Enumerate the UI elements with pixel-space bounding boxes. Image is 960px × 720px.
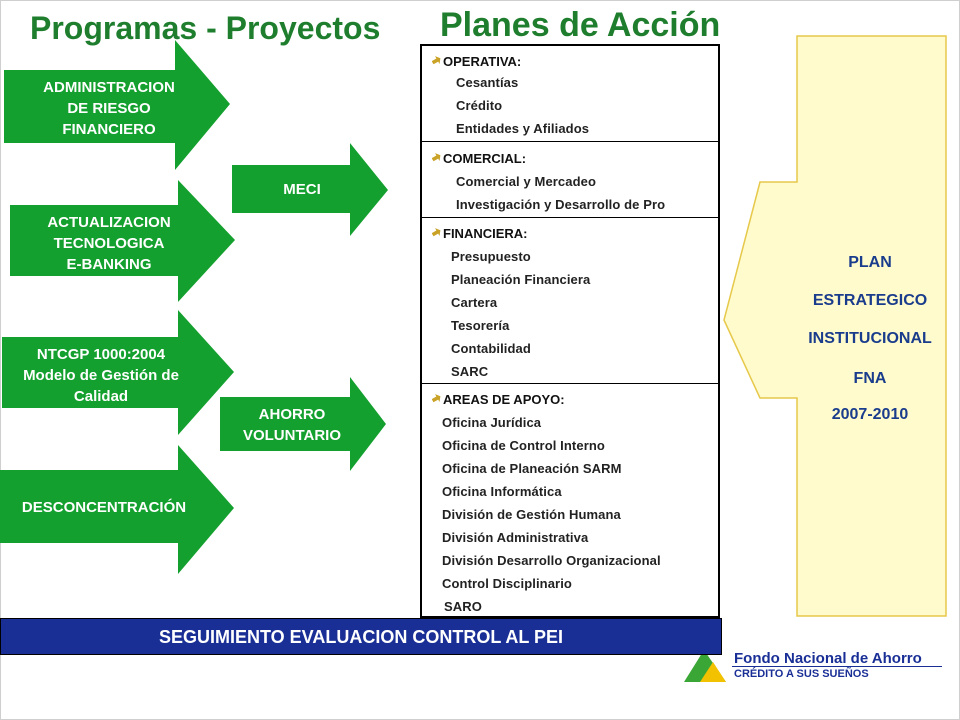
program-label-calidad: NTCGP 1000:2004 Modelo de Gestión de Cal… [0,344,206,407]
program-label-line: ACTUALIZACION [47,214,171,231]
program-label-line: NTCGP 1000:2004 [36,346,166,363]
program-label-line: Modelo de Gestión de [23,367,179,384]
plan-item: División de Gestión Humana [442,507,621,522]
plan-item: Control Disciplinario [442,576,572,591]
arrow-bullet-icon [432,228,441,237]
arrow-bullet-icon [432,394,441,403]
logo-slogan: CRÉDITO A SUS SUEÑOS [734,668,869,680]
ahorro-label-line: AHORRO [258,406,326,423]
plan-estrategico-shape [723,35,947,617]
ahorro-arrow [220,377,386,471]
seguimiento-bar: SEGUIMIENTO EVALUACION CONTROL AL PEI [0,618,722,655]
plan-item: SARC [451,364,489,379]
plan-item: División Administrativa [442,530,589,545]
program-label-tecnologica: ACTUALIZACION TECNOLOGICA E-BANKING [4,212,214,275]
program-label-line: FINANCIERO [62,121,156,138]
program-label-line: Calidad [73,388,129,405]
plan-item: Planeación Financiera [451,272,591,287]
plan-item: SARO [444,599,482,614]
program-label-line: DE RIESGO [67,100,151,117]
plan-estrategico-line: FNA [853,370,887,387]
plan-item: Cartera [451,295,498,310]
ahorro-label-line: VOLUNTARIO [242,427,342,444]
plan-section-title: AREAS DE APOYO: [432,392,565,407]
program-label-line: ADMINISTRACION [43,79,175,96]
plan-section-title: COMERCIAL: [432,151,526,166]
program-arrow-tecnologica [10,180,235,302]
arrow-bullet-icon [432,56,441,65]
plan-item: Tesorería [451,318,510,333]
meci-arrow [232,143,388,236]
plan-section-comercial: COMERCIAL: Comercial y Mercadeo Investig… [422,142,718,218]
page-title-action-plans: Planes de Acción [440,6,721,44]
plan-item: Oficina de Planeación SARM [442,461,622,476]
plan-item: Presupuesto [451,249,531,264]
plan-item: División Desarrollo Organizacional [442,553,661,568]
plan-item: Oficina Informática [442,484,562,499]
logo-name: Fondo Nacional de Ahorro [734,650,922,667]
page-title-programs: Programas - Proyectos [30,10,381,46]
program-label-line: TECNOLOGICA [53,235,165,252]
plan-section-areas-apoyo: AREAS DE APOYO: Oficina Jurídica Oficina… [422,384,718,616]
meci-label-line: MECI [283,181,321,198]
plan-section-financiera: FINANCIERA: Presupuesto Planeación Finan… [422,218,718,384]
plan-item: Oficina Jurídica [442,415,542,430]
plan-item: Oficina de Control Interno [442,438,605,453]
plan-item: Entidades y Afiliados [456,121,590,136]
program-arrow-calidad [2,310,234,435]
seguimiento-bar-label: SEGUIMIENTO EVALUACION CONTROL AL PEI [158,627,564,647]
program-label-line: E-BANKING [66,256,152,273]
plan-item: Investigación y Desarrollo de Pro [456,197,666,212]
program-arrow-riesgo [4,40,230,170]
program-arrow-desconcentracion [0,445,234,574]
program-label-desconcentracion: DESCONCENTRACIÓN [0,497,208,518]
plan-estrategico-line: ESTRATEGICO [812,292,928,309]
program-label-riesgo: ADMINISTRACION DE RIESGO FINANCIERO [4,77,214,140]
action-plans-box: OPERATIVA: Cesantías Crédito Entidades y… [420,44,720,618]
plan-section-title: OPERATIVA: [432,54,521,69]
plan-section-title: FINANCIERA: [432,226,528,241]
meci-label: MECI [232,179,372,200]
logo-divider [732,666,942,667]
program-label-line: DESCONCENTRACIÓN [21,499,187,516]
plan-estrategico-line: INSTITUCIONAL [808,330,932,347]
plan-estrategico-line: 2007-2010 [831,406,909,423]
plan-item: Contabilidad [451,341,531,356]
logo-yellow-triangle-icon [700,662,726,682]
plan-item: Comercial y Mercadeo [456,174,597,189]
plan-section-operativa: OPERATIVA: Cesantías Crédito Entidades y… [422,46,718,142]
ahorro-label: AHORRO VOLUNTARIO [222,404,362,446]
plan-item: Cesantías [456,75,519,90]
plan-item: Crédito [456,98,503,113]
arrow-bullet-icon [432,153,441,162]
plan-estrategico-line: PLAN [848,254,892,271]
